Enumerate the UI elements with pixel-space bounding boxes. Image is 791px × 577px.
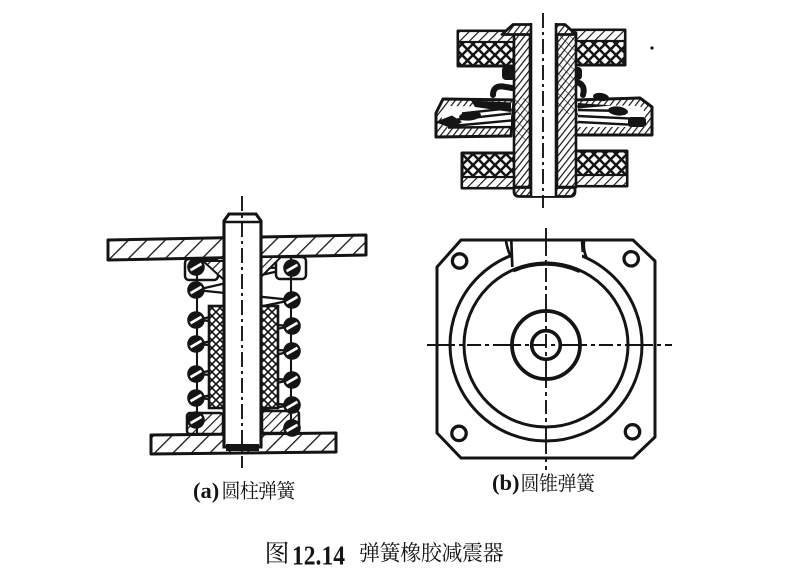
svg-text:(a): (a) xyxy=(193,478,219,503)
svg-text:(b): (b) xyxy=(492,470,520,495)
svg-text:12.14: 12.14 xyxy=(292,541,345,571)
